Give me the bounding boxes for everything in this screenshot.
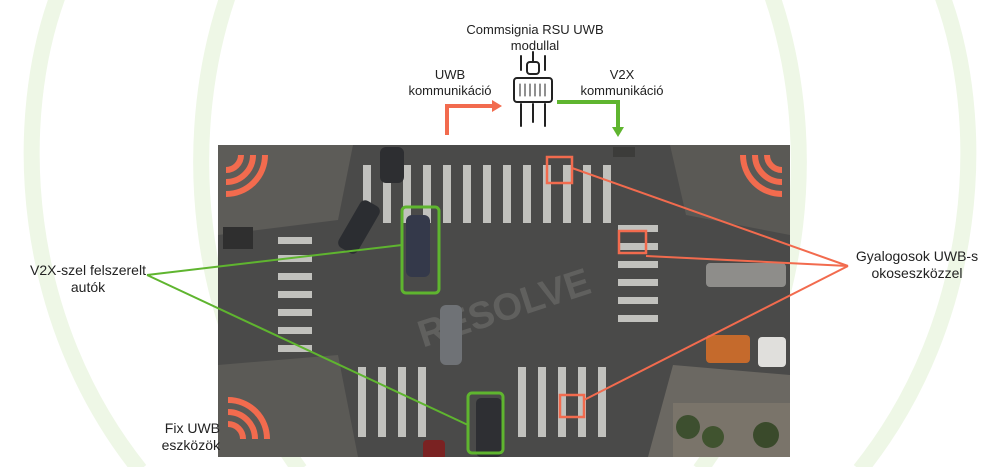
fixed-uwb-label: Fix UWB eszközök xyxy=(140,420,220,454)
intersection-aerial-photo: RESOLVE xyxy=(218,145,790,457)
rsu-module-label-line2: modullal xyxy=(510,38,560,53)
uwb-communication-label-line1: UWB xyxy=(434,67,466,82)
pedestrians-label-line1: Gyalogosok UWB-s xyxy=(855,248,979,264)
v2x-cars-label-line2: autók xyxy=(70,279,106,295)
rsu-module-label-line1: Commsignia RSU UWB xyxy=(466,22,604,37)
fixed-uwb-label-line2: eszközök xyxy=(161,437,220,453)
uwb-communication-label: UWB kommunikáció xyxy=(400,67,500,99)
uwb-communication-label-line2: kommunikáció xyxy=(408,83,492,98)
v2x-communication-label-line1: V2X xyxy=(609,67,635,82)
v2x-communication-label-line2: kommunikáció xyxy=(580,83,664,98)
fixed-uwb-label-line1: Fix UWB xyxy=(164,420,220,436)
v2x-cars-label: V2X-szel felszerelt autók xyxy=(18,262,158,296)
pedestrians-label: Gyalogosok UWB-s okoseszközzel xyxy=(842,248,992,282)
v2x-cars-label-line1: V2X-szel felszerelt xyxy=(30,262,146,278)
pedestrians-label-line2: okoseszközzel xyxy=(871,265,963,281)
rsu-module-label: Commsignia RSU UWB modullal xyxy=(455,22,615,54)
v2x-communication-label: V2X kommunikáció xyxy=(572,67,672,99)
rsu-device-icon xyxy=(513,51,553,127)
